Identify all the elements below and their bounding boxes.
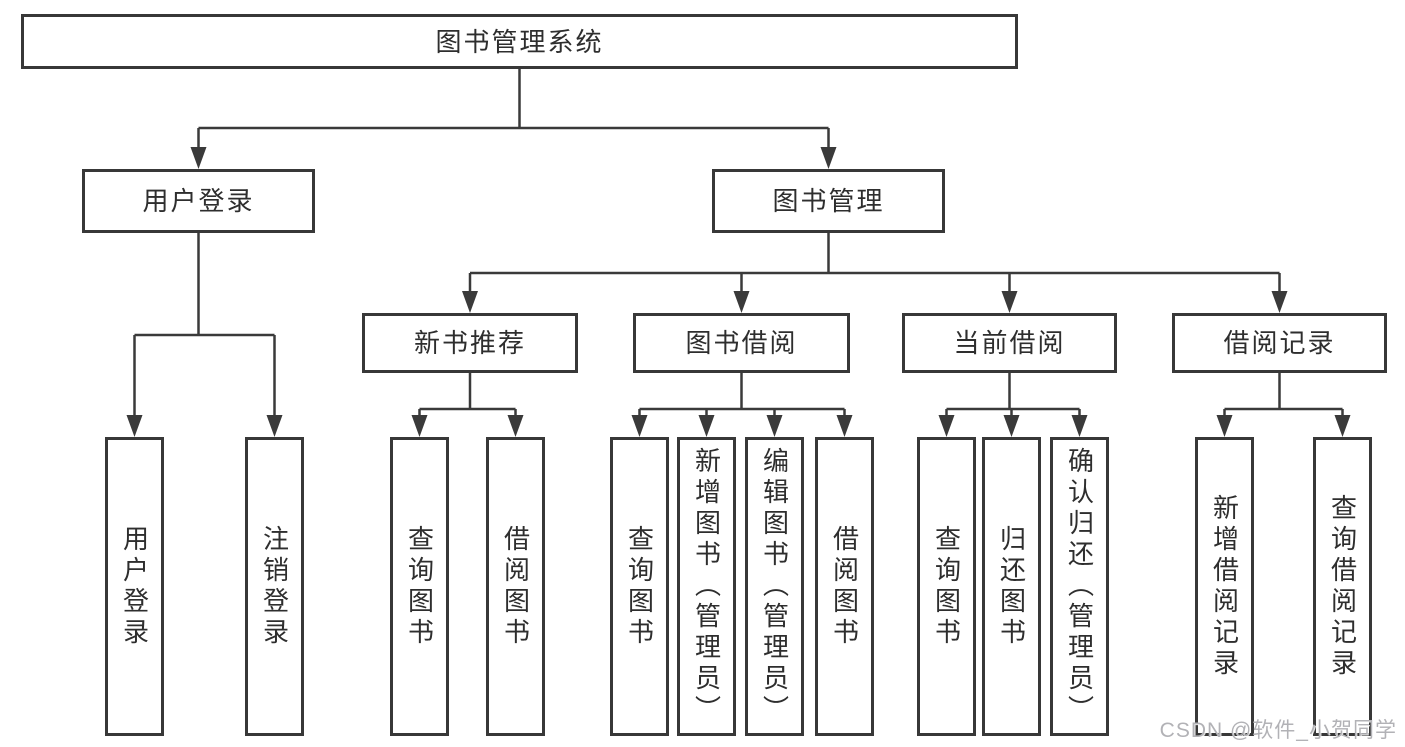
- node-borrow-records: 借阅记录: [1172, 313, 1387, 373]
- leaf-label: 借阅图书: [829, 524, 860, 649]
- leaf-confirm-return-admin: 确认归还（管理员）: [1050, 437, 1109, 736]
- node-label: 图书借阅: [685, 328, 798, 358]
- csdn-watermark: CSDN @软件_小贺同学: [1159, 719, 1397, 742]
- leaf-label: 确认归还（管理员）: [1064, 447, 1095, 726]
- node-label: 当前借阅: [953, 328, 1066, 358]
- node-book-management-branch: 图书管理: [712, 169, 945, 233]
- leaf-edit-books-admin: 编辑图书（管理员）: [745, 437, 804, 736]
- leaf-query-books-current: 查询图书: [917, 437, 976, 736]
- node-label: 图书管理: [772, 186, 885, 216]
- leaf-logout: 注销登录: [245, 437, 304, 736]
- node-label: 用户登录: [142, 186, 255, 216]
- leaf-label: 编辑图书（管理员）: [759, 447, 790, 726]
- leaf-return-books: 归还图书: [982, 437, 1041, 736]
- tree-edges: [133, 69, 1344, 420]
- node-current-borrow: 当前借阅: [902, 313, 1117, 373]
- leaf-label: 查询图书: [931, 524, 962, 649]
- leaf-label: 用户登录: [119, 524, 150, 649]
- leaf-label: 查询借阅记录: [1327, 493, 1358, 680]
- leaf-add-books-admin: 新增图书（管理员）: [677, 437, 736, 736]
- leaf-borrow-books-recommend: 借阅图书: [486, 437, 545, 736]
- leaf-label: 借阅图书: [500, 524, 531, 649]
- leaf-query-books-recommend: 查询图书: [390, 437, 449, 736]
- node-label: 新书推荐: [413, 328, 526, 358]
- leaf-label: 新增借阅记录: [1209, 493, 1240, 680]
- node-library-management-system: 图书管理系统: [21, 14, 1018, 69]
- leaf-label: 注销登录: [259, 524, 290, 649]
- leaf-label: 查询图书: [404, 524, 435, 649]
- leaf-label: 查询图书: [624, 524, 655, 649]
- leaf-add-borrow-record: 新增借阅记录: [1195, 437, 1254, 736]
- node-new-book-recommend: 新书推荐: [362, 313, 578, 373]
- arrowheads: [126, 147, 1351, 437]
- leaf-label: 新增图书（管理员）: [691, 447, 722, 726]
- leaf-borrow-books: 借阅图书: [815, 437, 874, 736]
- node-label: 借阅记录: [1223, 328, 1336, 358]
- node-label: 图书管理系统: [435, 26, 604, 57]
- leaf-query-borrow-record: 查询借阅记录: [1313, 437, 1372, 736]
- leaf-user-login: 用户登录: [105, 437, 164, 736]
- node-user-login-branch: 用户登录: [82, 169, 315, 233]
- leaf-label: 归还图书: [996, 524, 1027, 649]
- leaf-query-books-borrow: 查询图书: [610, 437, 669, 736]
- node-book-borrow: 图书借阅: [633, 313, 850, 373]
